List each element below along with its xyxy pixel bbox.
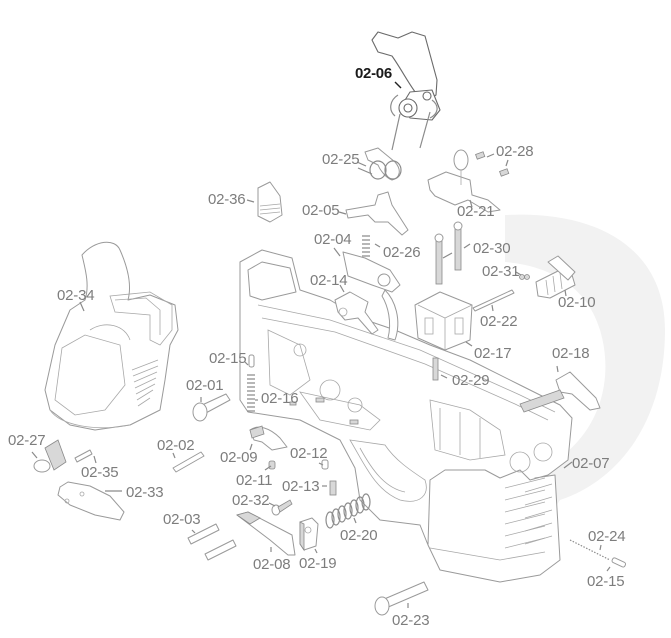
label-02-18[interactable]: 02-18 [552,345,590,362]
label-02-30[interactable]: 02-30 [473,240,511,257]
part-pin-short[interactable] [432,357,439,381]
label-02-05[interactable]: 02-05 [302,202,340,219]
part-sear[interactable] [345,191,409,236]
part-screws[interactable] [434,221,463,285]
label-02-12[interactable]: 02-12 [290,445,328,462]
label-02-32[interactable]: 02-32 [232,492,270,509]
label-02-31[interactable]: 02-31 [482,263,520,280]
label-02-09[interactable]: 02-09 [220,449,258,466]
part-detent-spring[interactable] [519,274,530,280]
label-02-17[interactable]: 02-17 [474,345,512,362]
label-02-08[interactable]: 02-08 [253,556,291,573]
part-hammer[interactable] [371,31,441,151]
part-grip-cap[interactable] [57,481,125,521]
part-hammer-spring[interactable] [357,147,402,181]
label-02-20[interactable]: 02-20 [340,527,378,544]
part-lever-02-08[interactable] [236,511,296,556]
label-02-24[interactable]: 02-24 [588,528,626,545]
leader-lines [31,81,611,608]
label-02-16[interactable]: 02-16 [261,390,299,407]
part-pistol-grip[interactable] [44,241,179,431]
label-02-23[interactable]: 02-23 [392,612,430,629]
part-screw-02-32[interactable] [271,499,293,516]
part-grip-screw[interactable] [33,439,67,473]
label-02-04[interactable]: 02-04 [314,231,352,248]
part-trigger[interactable] [342,251,401,341]
label-02-01[interactable]: 02-01 [186,377,224,394]
part-detent-spring-long[interactable] [247,374,255,412]
label-02-27[interactable]: 02-27 [8,432,46,449]
label-02-15-lower[interactable]: 02-15 [587,573,625,590]
label-02-11[interactable]: 02-11 [236,472,272,489]
label-02-22[interactable]: 02-22 [480,313,518,330]
label-02-26[interactable]: 02-26 [383,244,421,261]
label-02-21[interactable]: 02-21 [457,203,495,220]
part-trigger-guard-block[interactable] [257,181,283,223]
label-02-34[interactable]: 02-33 [126,484,164,501]
part-buffer-spring[interactable] [325,493,371,529]
part-block-02-19[interactable] [299,517,319,552]
part-spring-02-24[interactable] [569,539,611,561]
part-sear-spring[interactable] [362,235,370,257]
label-02-14[interactable]: 02-14 [310,272,348,289]
part-detent-lower[interactable] [611,557,627,568]
part-bolt-catch[interactable] [519,371,601,413]
part-bolt-release[interactable] [249,425,288,451]
part-pin-long[interactable] [472,289,515,312]
label-02-19[interactable]: 02-19 [299,555,337,572]
label-02-28[interactable]: 02-28 [496,143,534,160]
part-takedown-pin[interactable] [192,393,231,422]
part-disconnector[interactable] [334,291,379,335]
label-02-10[interactable]: 02-10 [558,294,596,311]
background-watermark-shape [470,214,665,561]
part-lower-receiver[interactable] [239,249,573,583]
part-safety-selector[interactable] [535,255,576,299]
part-pins-02-03[interactable] [187,523,237,561]
label-02-02[interactable]: 02-02 [157,437,195,454]
label-02-29[interactable]: 02-29 [452,372,490,389]
part-selector-detent-assembly[interactable] [427,149,501,213]
label-02-03[interactable]: 02-03 [163,511,201,528]
label-02-07[interactable]: 02-07 [572,455,610,472]
part-pivot-pin[interactable] [374,581,429,616]
part-small-plunger[interactable] [268,460,276,470]
label-02-13[interactable]: 02-13 [282,478,320,495]
label-02-06[interactable]: 02-06 [355,65,392,82]
label-02-25[interactable]: 02-25 [322,151,360,168]
label-02-36[interactable]: 02-36 [208,191,246,208]
label-02-33[interactable]: 02-34 [57,287,95,304]
part-labels: 02-06 02-25 02-28 02-21 02-36 02-05 02-0… [8,65,626,629]
part-small-springs[interactable] [475,151,510,177]
part-detent-upper[interactable] [248,354,255,368]
part-spring-02-13[interactable] [329,480,337,496]
label-02-35[interactable]: 02-35 [81,464,119,481]
part-pin-02[interactable] [172,451,205,473]
part-trigger-housing-block[interactable] [414,291,473,351]
part-pin-02-35[interactable] [74,449,93,463]
label-02-15-upper[interactable]: 02-15 [209,350,247,367]
